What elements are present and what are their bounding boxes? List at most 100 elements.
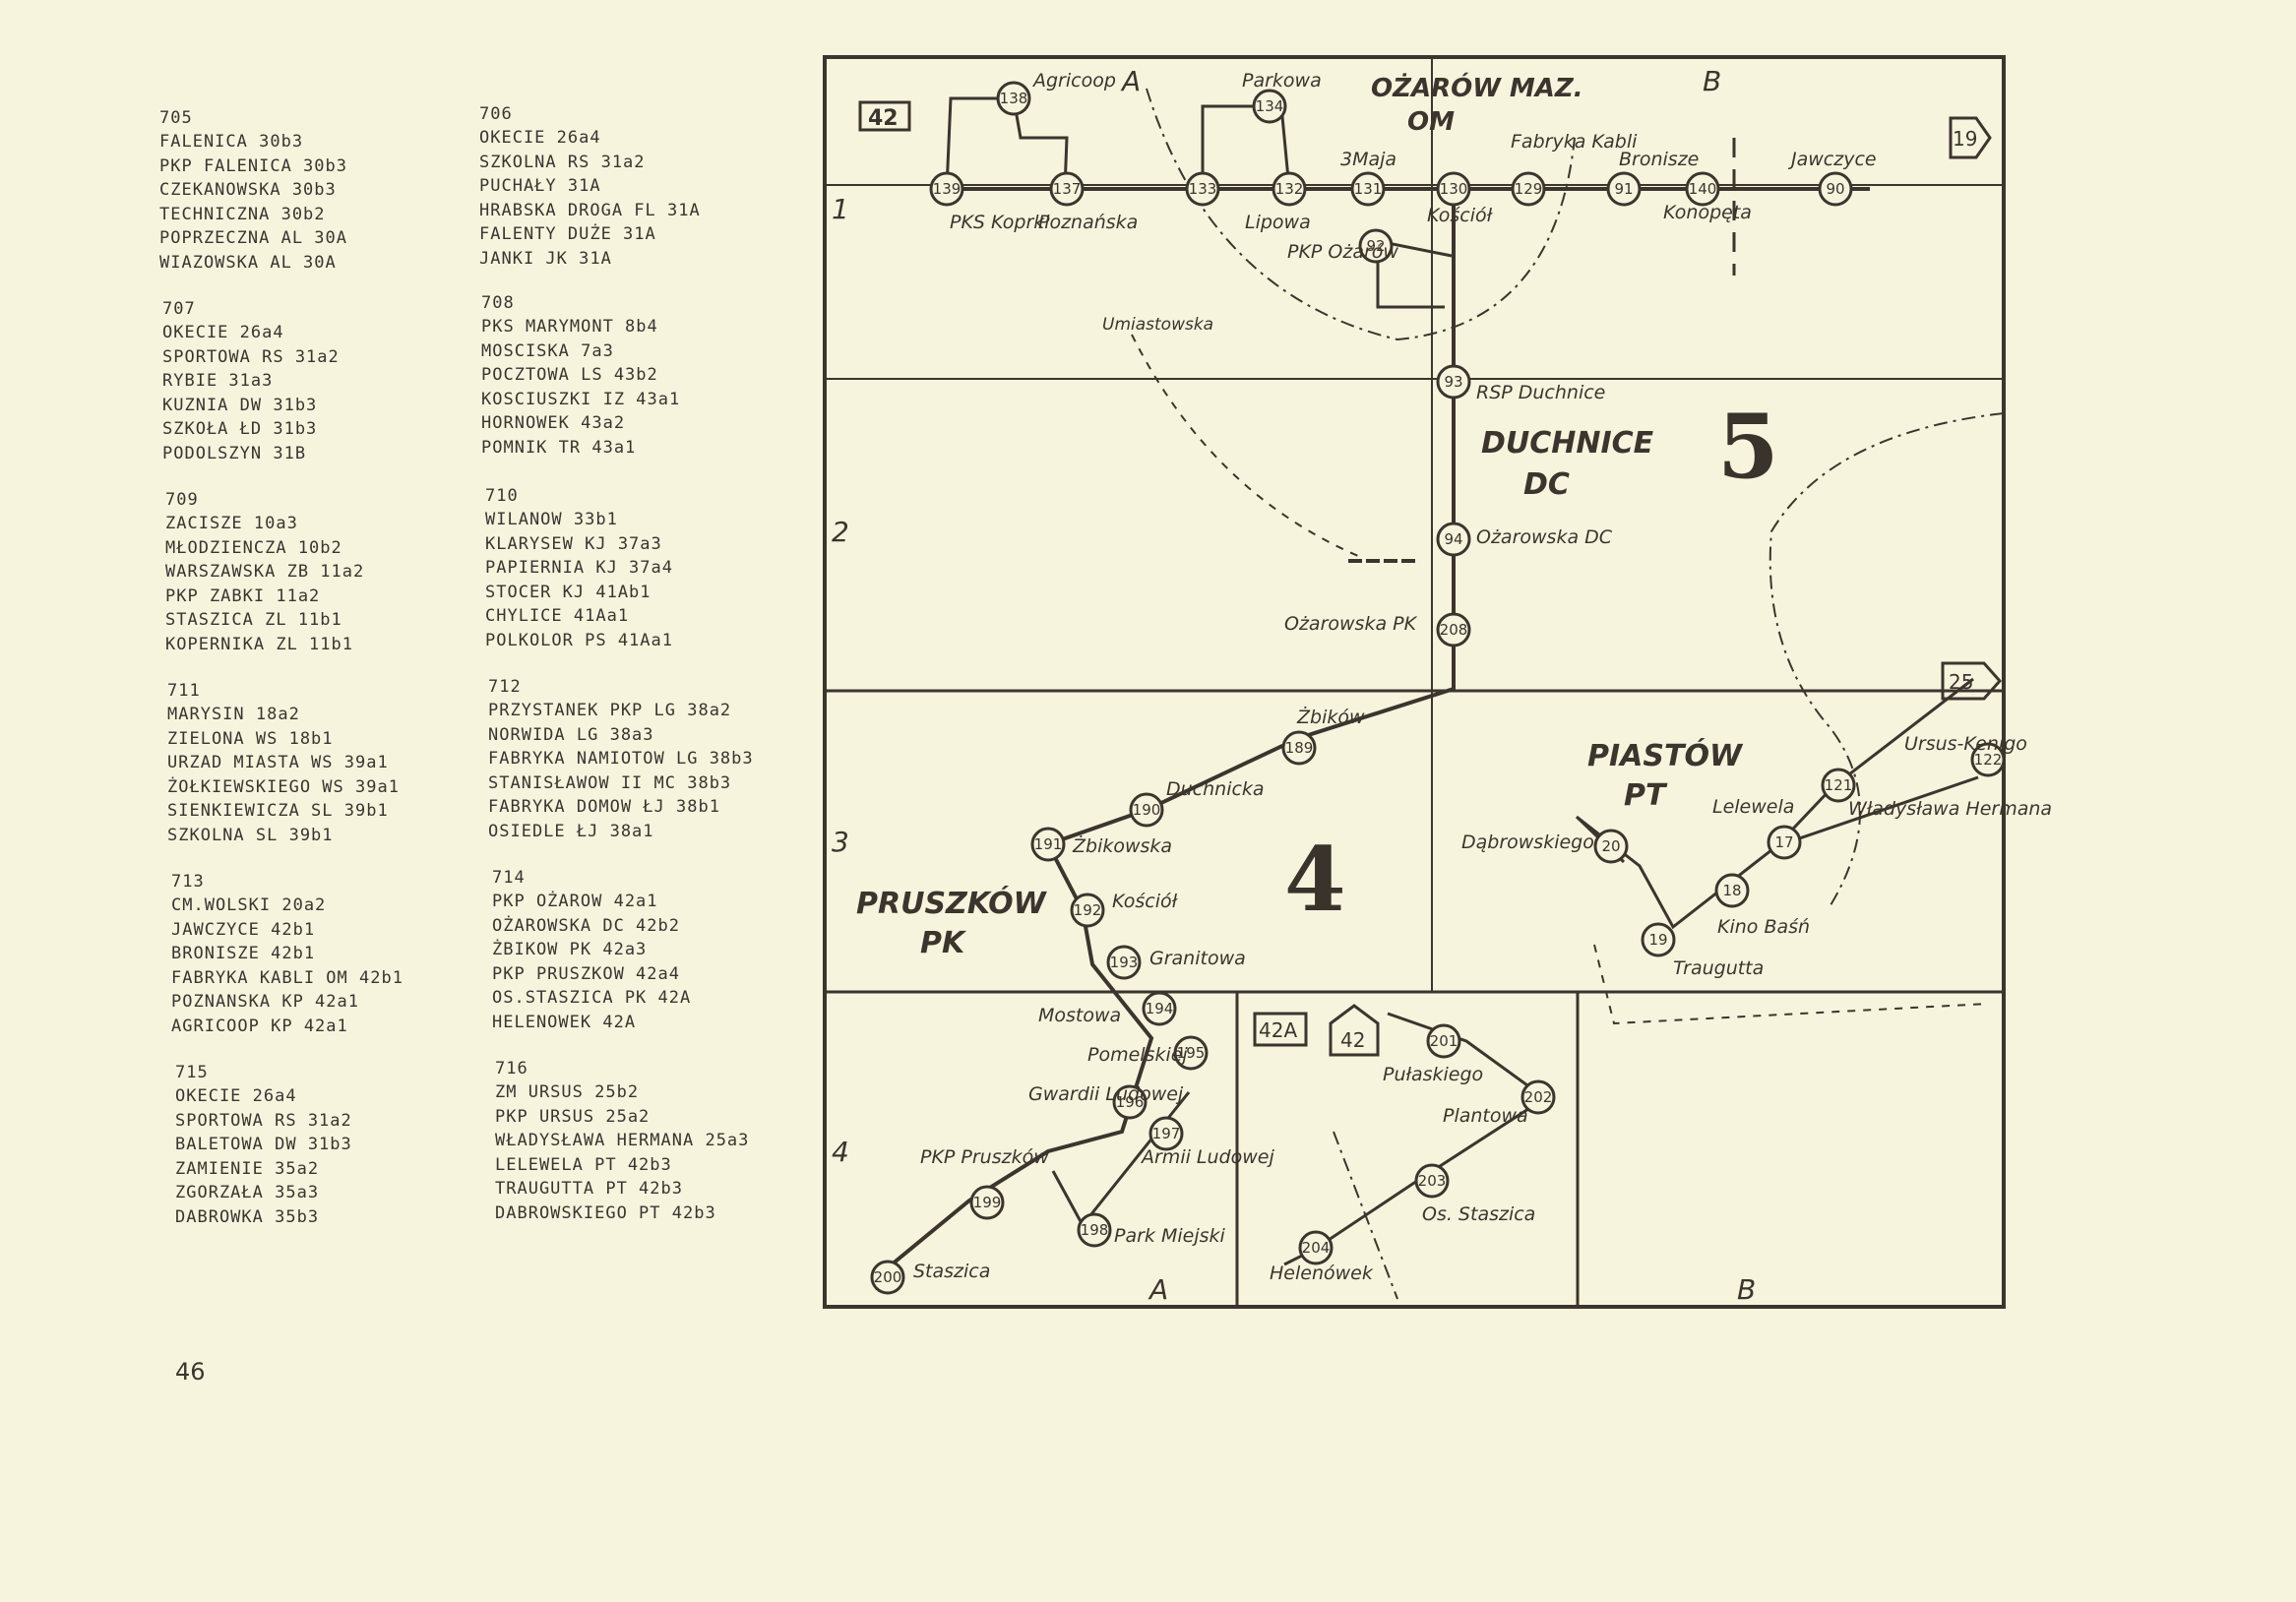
route-710: 710 WILANOW 33b1 KLARYSEW KJ 37a3 PAPIER…: [485, 484, 673, 653]
stop-name: 3Maja: [1340, 149, 1396, 170]
stop-marker: [1818, 171, 1853, 207]
route-stop: ZAMIENIE 35a2: [175, 1158, 320, 1179]
route-stop: SZKOLNA RS 31a2: [479, 152, 646, 172]
stop-name: Staszica: [913, 1261, 990, 1282]
town-code: OM: [1407, 107, 1455, 137]
zone-number: 4: [1284, 828, 1346, 932]
route-stop: OŻAROWSKA DC 42b2: [492, 915, 680, 936]
stop-number: 134: [1256, 97, 1284, 115]
route-stop: CZEKANOWSKA 30b3: [159, 180, 337, 201]
route-stop: PKP ZABKI 11a2: [165, 585, 321, 606]
stop-name: Jawczyce: [1787, 149, 1877, 170]
route-stop: PKP FALENICA 30b3: [159, 155, 347, 176]
stop-number: 138: [1000, 90, 1028, 107]
route-stop: ZM URSUS 25b2: [495, 1082, 640, 1102]
route-stop: PKP OŻAROW 42a1: [492, 892, 658, 911]
route-stop: PKP PRUSZKOW 42a4: [492, 963, 680, 984]
stop-number: 197: [1152, 1125, 1181, 1142]
route-stop: MOSCISKA 7a3: [481, 340, 614, 361]
stop-marker: [1112, 1084, 1148, 1120]
stop-name: Mostowa: [1038, 1005, 1121, 1026]
route-stop: WILANOW 33b1: [485, 510, 618, 529]
stop-name: Ożarowska DC: [1476, 526, 1613, 548]
stop-marker: [1436, 171, 1471, 207]
stop-name: Plantowa: [1443, 1105, 1528, 1127]
stop-number: 133: [1189, 180, 1217, 198]
col-label: B: [1703, 65, 1721, 97]
stop-number: 131: [1354, 180, 1383, 198]
inset-badge-label: 42A: [1259, 1018, 1297, 1042]
route-stop: PRZYSTANEK PKP LG 38a2: [488, 701, 732, 720]
stop-name: Granitowa: [1149, 948, 1246, 969]
next-sheet-arrow-19: [1949, 116, 1992, 159]
route-stop: SIENKIEWICZA SL 39b1: [167, 801, 389, 822]
route-stop: AGRICOOP KP 42a1: [171, 1016, 348, 1036]
route-stop: FABRYKA NAMIOTOW LG 38b3: [488, 749, 754, 770]
route-number: 713: [171, 872, 205, 892]
route-stop: SZKOŁA ŁD 31b3: [162, 419, 318, 440]
route-number: 707: [162, 299, 196, 319]
stop-number: 202: [1524, 1088, 1553, 1106]
route-715: 715 OKECIE 26a4 SPORTOWA RS 31a2 BALETOW…: [175, 1061, 352, 1230]
map-frame: [823, 55, 2006, 1309]
stop-name: Kościół: [1427, 205, 1494, 226]
stop-marker: [1252, 89, 1287, 124]
stop-marker: [1281, 730, 1317, 766]
stop-marker: [1520, 1079, 1556, 1115]
stop-number: 191: [1034, 835, 1063, 853]
route-number: 706: [479, 104, 513, 124]
route-stop: PAPIERNIA KJ 37a4: [485, 558, 673, 579]
stop-number: 140: [1689, 180, 1717, 198]
stop-marker: [1070, 893, 1105, 928]
route-stop: TRAUGUTTA PT 42b3: [495, 1179, 683, 1200]
route-stop: ŻBIKOW PK 42a3: [492, 940, 648, 960]
route-stop: MŁODZIENCZA 10b2: [165, 537, 342, 558]
route-stop: SZKOLNA SL 39b1: [167, 825, 334, 845]
stop-name: Parkowa: [1242, 70, 1322, 92]
route-705: 705 FALENICA 30b3 PKP FALENICA 30b3 CZEK…: [159, 106, 347, 276]
route-stop: PUCHAŁY 31A: [479, 176, 601, 197]
stop-marker: [1414, 1163, 1450, 1199]
stop-number: 137: [1053, 180, 1082, 198]
route-number: 705: [159, 108, 193, 128]
route-stop: POZNANSKA KP 42a1: [171, 992, 359, 1013]
stop-number: 130: [1440, 180, 1468, 198]
stop-marker: [1821, 768, 1856, 803]
stop-marker: [969, 1185, 1005, 1220]
stop-name: Park Miejski: [1114, 1225, 1225, 1247]
stop-number: 122: [1974, 751, 2003, 769]
sheet-badge: [858, 100, 911, 132]
col-label: A: [1120, 65, 1141, 97]
stop-name: Duchnicka: [1166, 778, 1265, 800]
route-stop: ZIELONA WS 18b1: [167, 728, 334, 749]
route-stop: SPORTOWA RS 31a2: [175, 1110, 352, 1131]
stop-number: 90: [1826, 180, 1844, 198]
stop-name: Ursus-Kenigo: [1904, 733, 2027, 755]
stop-marker: [1030, 827, 1066, 862]
stop-number: 94: [1444, 530, 1462, 548]
stop-marker: [1077, 1212, 1112, 1248]
stop-name: Żbikowska: [1072, 834, 1172, 857]
route-stop: SPORTOWA RS 31a2: [162, 346, 340, 367]
stop-number: 139: [933, 180, 962, 198]
route-stop: ZACISZE 10a3: [165, 514, 298, 533]
route-path: [1201, 104, 1291, 190]
stop-name: Armii Ludowej: [1140, 1146, 1274, 1168]
town-code: DC: [1523, 467, 1570, 502]
stop-marker: [1298, 1230, 1334, 1265]
route-stop: FABRYKA KABLI OM 42b1: [171, 967, 403, 988]
stop-name: Lipowa: [1245, 212, 1311, 233]
stop-number: 201: [1430, 1032, 1458, 1050]
stop-marker: [1185, 171, 1220, 207]
stop-name: Poznańska: [1038, 212, 1138, 233]
inset-badge: [1253, 1012, 1308, 1047]
zone-number: 5: [1717, 395, 1779, 499]
stop-number: 121: [1825, 776, 1853, 794]
next-sheet-arrow-25: [1941, 661, 2003, 701]
route-stop: PKP URSUS 25a2: [495, 1106, 651, 1127]
route-stop: NORWIDA LG 38a3: [488, 724, 654, 745]
inset-arrow: [1329, 1004, 1380, 1057]
stop-marker: [1685, 171, 1720, 207]
